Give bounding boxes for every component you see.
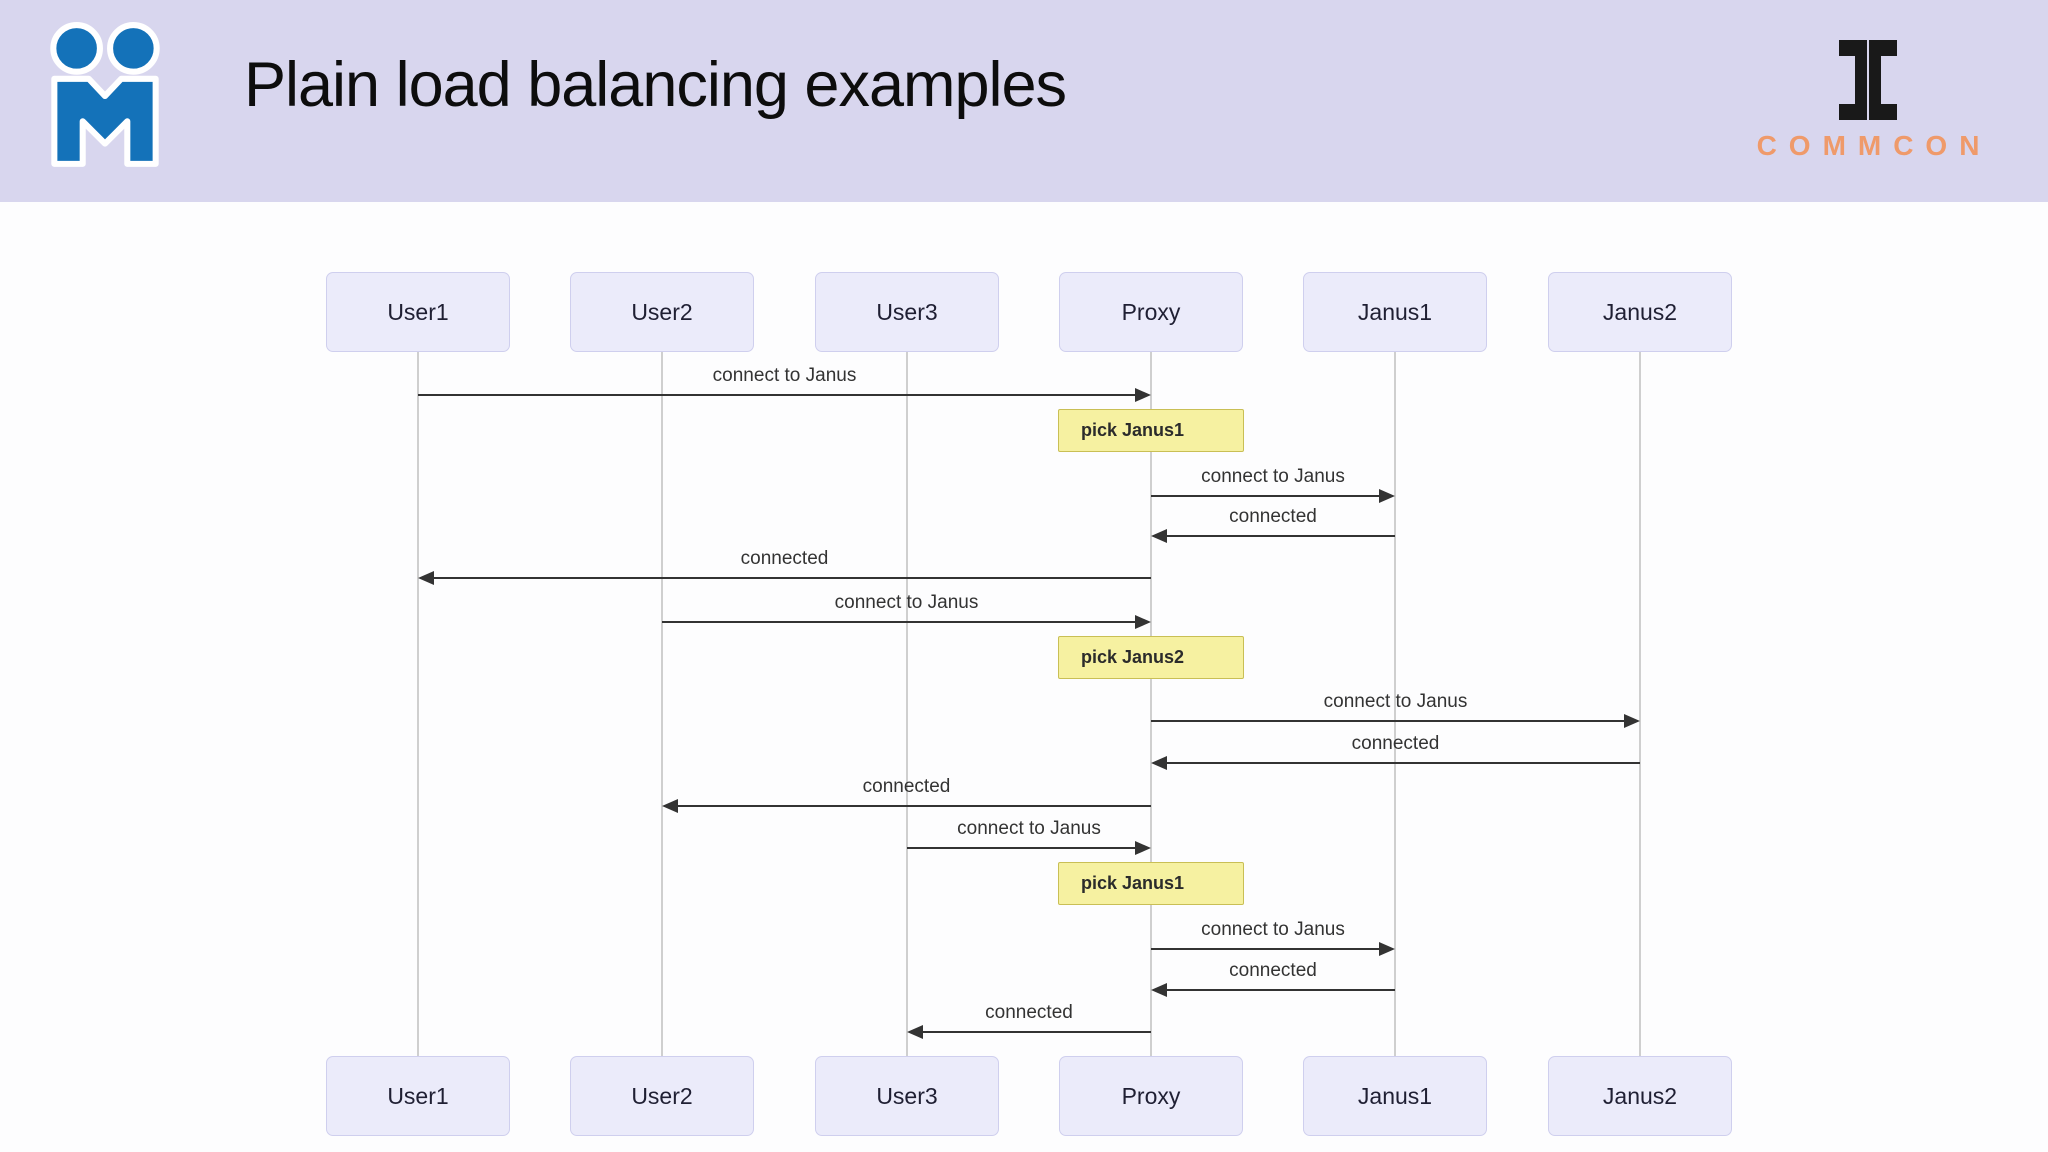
arrowhead-icon-7 xyxy=(1624,714,1640,728)
message-label-8: connected xyxy=(1351,733,1440,754)
arrowhead-icon-9 xyxy=(662,799,678,813)
message-line-10 xyxy=(907,847,1137,849)
arrowhead-icon-10 xyxy=(1135,841,1151,855)
commcon-wordmark: COMMCON xyxy=(1756,130,1992,161)
actor-label-user2: User2 xyxy=(631,1082,693,1109)
meetecho-logo-icon xyxy=(50,22,160,167)
actor-label-janus1: Janus1 xyxy=(1357,298,1433,325)
message-line-7 xyxy=(1151,720,1626,722)
note-pick-janus1-1: pick Janus1 xyxy=(1058,409,1244,452)
arrowhead-icon-4 xyxy=(418,571,434,585)
message-line-9 xyxy=(676,805,1151,807)
lifeline-user2 xyxy=(661,352,663,1056)
commcon-brand: COMMCON xyxy=(1752,40,1984,162)
message-label-10: connect to Janus xyxy=(957,818,1101,839)
message-line-3 xyxy=(1165,535,1395,537)
actor-label-user3: User3 xyxy=(876,1082,938,1109)
arrowhead-icon-8 xyxy=(1151,756,1167,770)
message-line-5 xyxy=(662,621,1137,623)
lifeline-janus2 xyxy=(1639,352,1641,1056)
arrowhead-icon-3 xyxy=(1151,529,1167,543)
actor-label-user2: User2 xyxy=(631,298,693,325)
message-line-14 xyxy=(921,1031,1151,1033)
actor-bottom-user1: User1 xyxy=(326,1056,510,1136)
actor-top-janus1: Janus1 xyxy=(1303,272,1487,352)
slide-header: Plain load balancing examples COMMCON xyxy=(0,0,2048,202)
message-label-2: connect to Janus xyxy=(1201,466,1345,487)
lifeline-user3 xyxy=(906,352,908,1056)
actor-top-janus2: Janus2 xyxy=(1548,272,1732,352)
message-label-0: connect to Janus xyxy=(712,365,857,386)
actor-bottom-janus1: Janus1 xyxy=(1303,1056,1487,1136)
lifeline-user1 xyxy=(417,352,419,1056)
actor-top-user2: User2 xyxy=(570,272,754,352)
message-label-13: connected xyxy=(1229,960,1317,981)
message-line-4 xyxy=(432,577,1151,579)
note-label-11: pick Janus1 xyxy=(1081,873,1185,893)
actor-label-janus1: Janus1 xyxy=(1357,1082,1433,1109)
arrowhead-icon-13 xyxy=(1151,983,1167,997)
actor-bottom-janus2: Janus2 xyxy=(1548,1056,1732,1136)
note-label-6: pick Janus2 xyxy=(1081,647,1185,667)
lifeline-proxy xyxy=(1150,352,1152,1056)
actor-label-proxy: Proxy xyxy=(1121,1082,1181,1109)
actor-bottom-proxy: Proxy xyxy=(1059,1056,1243,1136)
message-line-12 xyxy=(1151,948,1381,950)
message-line-8 xyxy=(1165,762,1640,764)
arrowhead-icon-2 xyxy=(1379,489,1395,503)
slide-title: Plain load balancing examples xyxy=(244,50,1067,120)
note-pick-janus2-6: pick Janus2 xyxy=(1058,636,1244,679)
message-label-7: connect to Janus xyxy=(1323,691,1468,712)
actor-bottom-user3: User3 xyxy=(815,1056,999,1136)
message-line-2 xyxy=(1151,495,1381,497)
actor-label-user1: User1 xyxy=(387,1082,449,1109)
arrowhead-icon-5 xyxy=(1135,615,1151,629)
actor-top-user3: User3 xyxy=(815,272,999,352)
message-label-3: connected xyxy=(1229,506,1317,527)
message-label-9: connected xyxy=(862,776,951,797)
lifeline-janus1 xyxy=(1394,352,1396,1056)
actor-top-user1: User1 xyxy=(326,272,510,352)
actor-label-user1: User1 xyxy=(387,298,449,325)
note-label-1: pick Janus1 xyxy=(1081,420,1185,440)
actor-bottom-user2: User2 xyxy=(570,1056,754,1136)
message-label-12: connect to Janus xyxy=(1201,919,1345,940)
message-label-5: connect to Janus xyxy=(834,592,979,613)
actor-label-proxy: Proxy xyxy=(1121,298,1181,325)
note-pick-janus1-11: pick Janus1 xyxy=(1058,862,1244,905)
commcon-mark-icon xyxy=(1839,40,1897,120)
actor-top-proxy: Proxy xyxy=(1059,272,1243,352)
message-label-14: connected xyxy=(985,1002,1073,1023)
actor-label-user3: User3 xyxy=(876,298,938,325)
actor-label-janus2: Janus2 xyxy=(1602,1082,1678,1109)
actor-label-janus2: Janus2 xyxy=(1602,298,1678,325)
arrowhead-icon-12 xyxy=(1379,942,1395,956)
message-label-4: connected xyxy=(740,548,829,569)
message-line-13 xyxy=(1165,989,1395,991)
arrowhead-icon-0 xyxy=(1135,388,1151,402)
arrowhead-icon-14 xyxy=(907,1025,923,1039)
message-line-0 xyxy=(418,394,1137,396)
